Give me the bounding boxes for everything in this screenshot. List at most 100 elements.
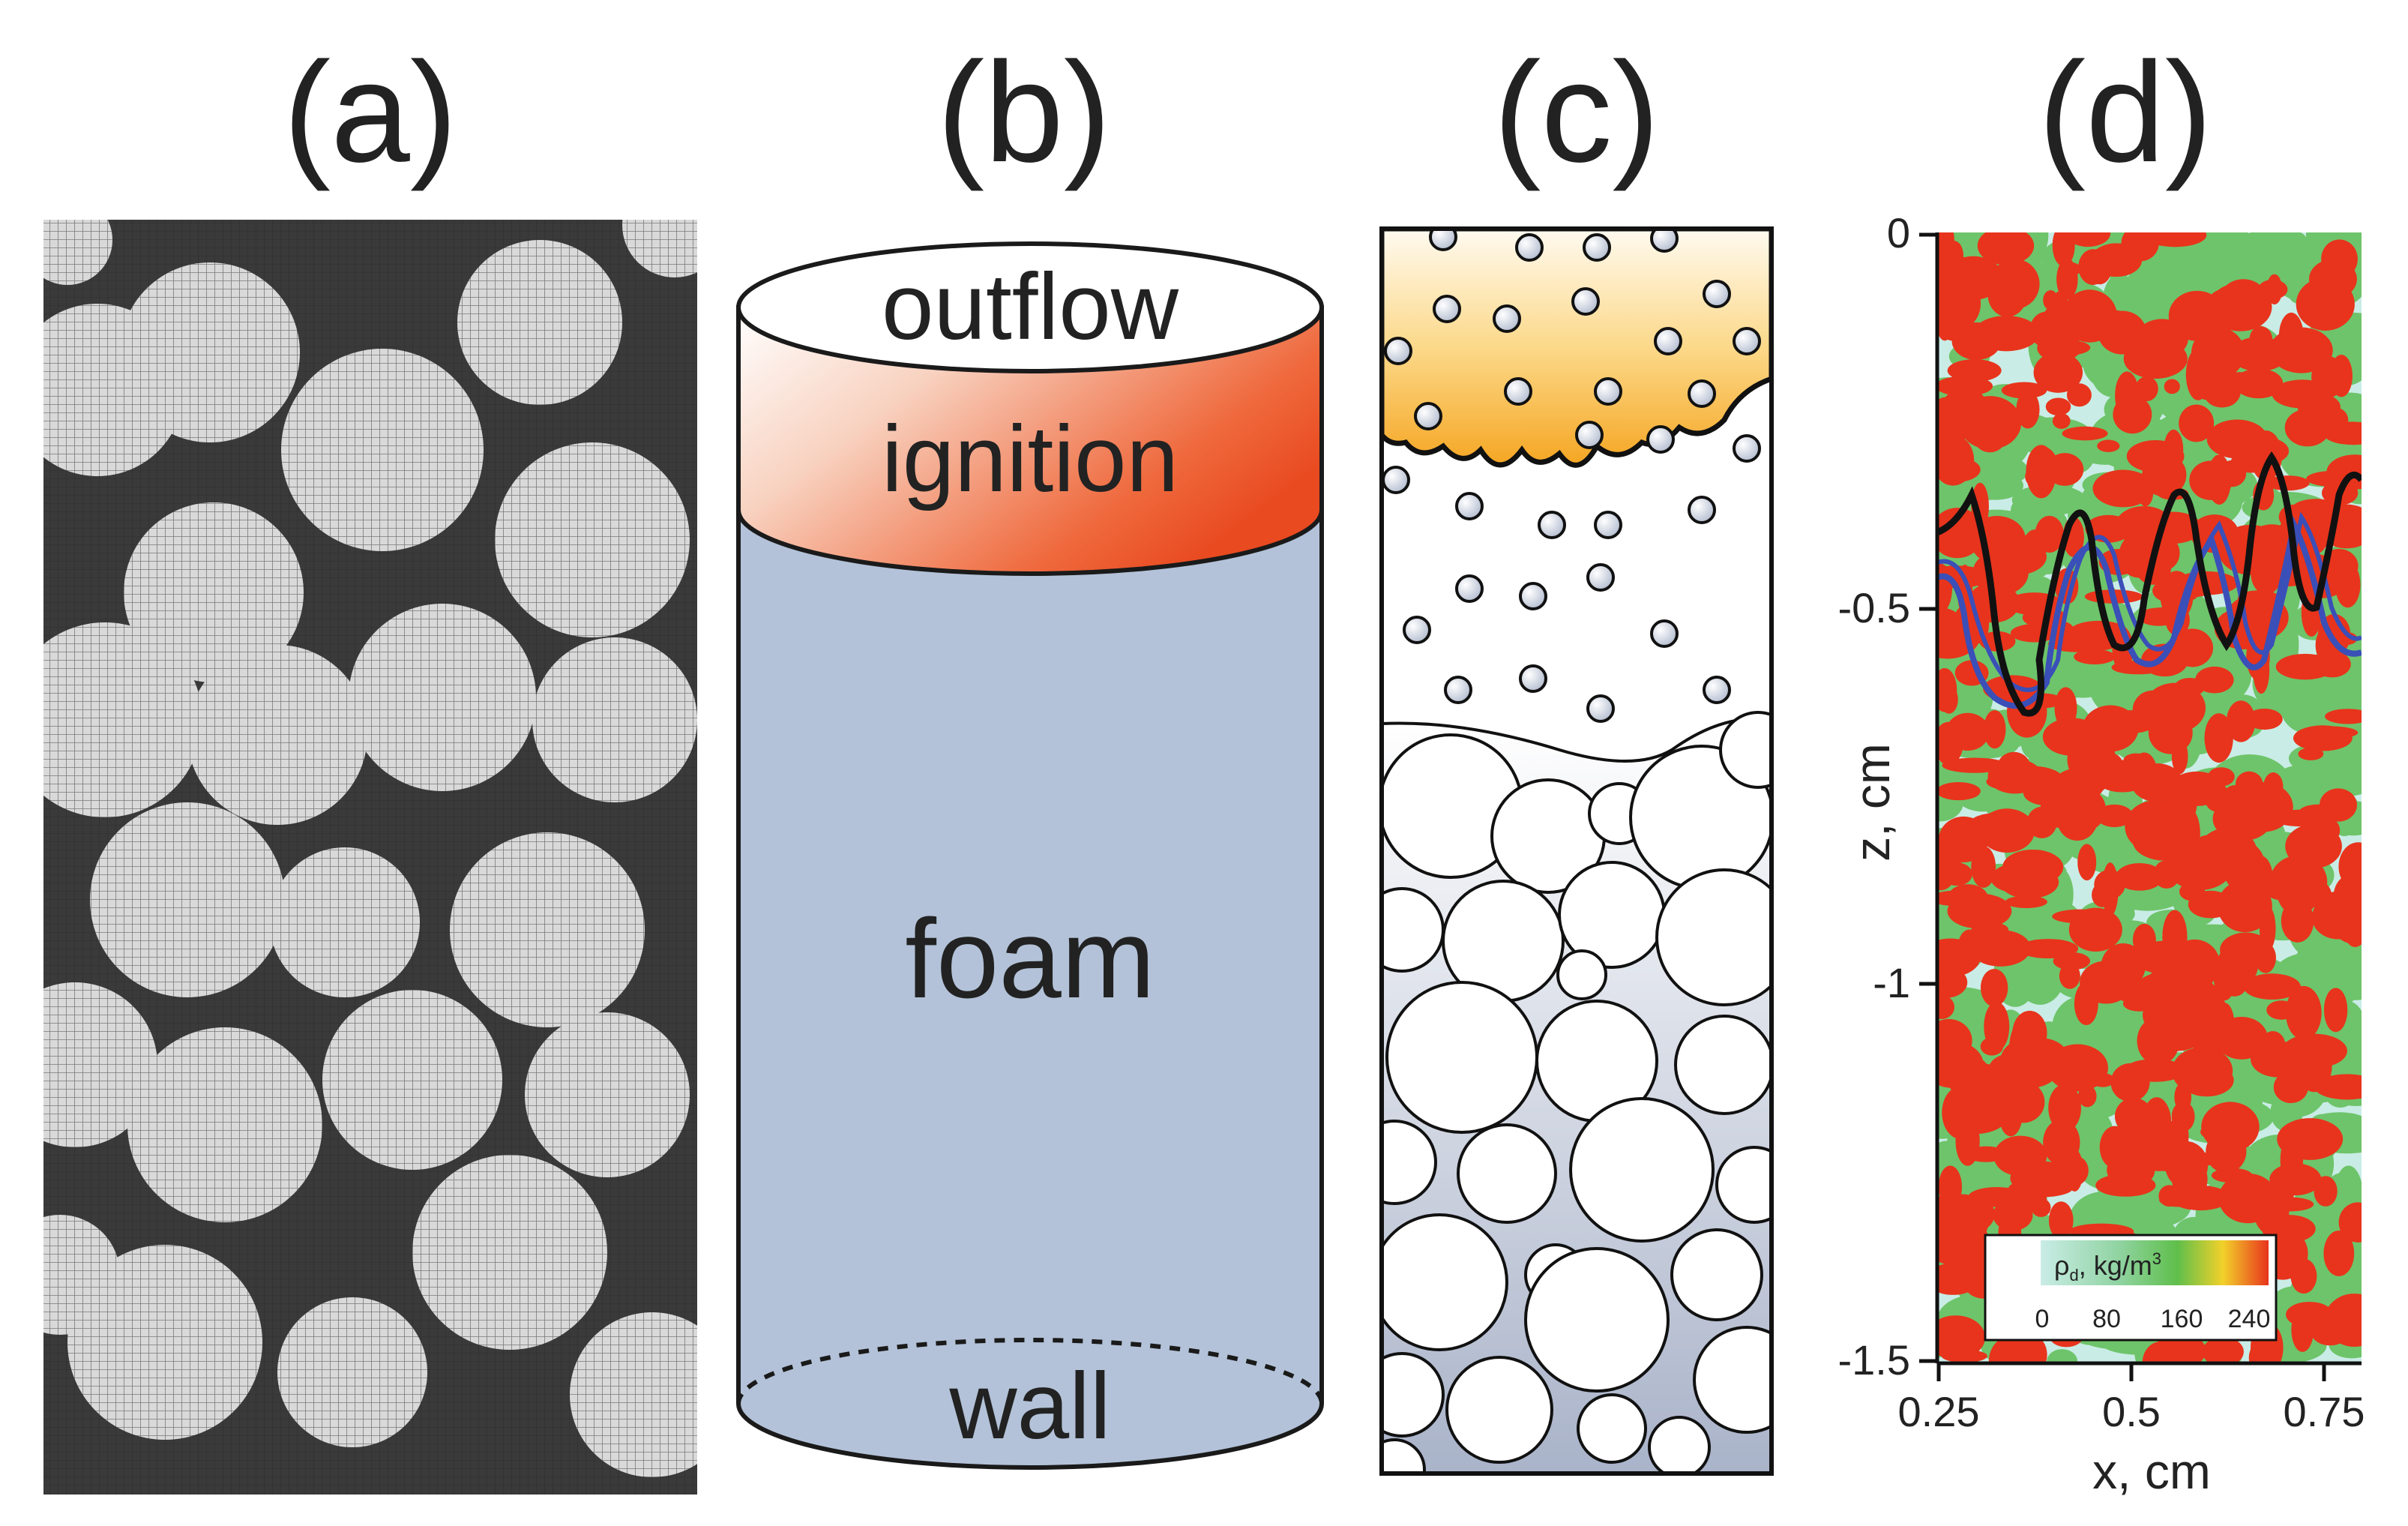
density-blob (2001, 382, 2047, 399)
density-blob (2195, 666, 2234, 694)
density-blob (1980, 1037, 2004, 1056)
density-blob (2217, 880, 2272, 933)
y-tick-label-1: -0.5 (1838, 584, 1911, 631)
density-blob (2167, 843, 2233, 890)
density-blob (1937, 1041, 1984, 1088)
density-blob (2095, 1174, 2156, 1197)
density-blob (1937, 376, 1993, 397)
density-blob (2120, 1114, 2159, 1166)
flame-front-black (1937, 451, 2362, 717)
density-blob (1937, 668, 1957, 712)
density-blob (2017, 1175, 2069, 1191)
density-blob (2135, 376, 2158, 401)
density-blob (2137, 607, 2179, 626)
density-blob (2233, 782, 2293, 832)
x-tick-label-2: 0.75 (2284, 1388, 2365, 1435)
density-blob (2159, 1192, 2197, 1207)
density-blob (2066, 383, 2092, 407)
density-blob (2016, 390, 2040, 429)
density-blob (2037, 334, 2081, 362)
density-blob (2191, 327, 2245, 379)
density-blob (1937, 434, 1975, 486)
density-blob (2053, 952, 2090, 970)
density-blob (2226, 700, 2256, 742)
density-blob (1983, 710, 2006, 749)
legend-color-bar (2041, 1240, 2269, 1285)
legend-title-sub: d (2069, 1266, 2078, 1285)
panel-label-c: (c) (1493, 33, 1660, 192)
density-blob (2056, 259, 2078, 300)
legend-title-units: , kg/m (2079, 1250, 2152, 1281)
density-blob-halo (2047, 1349, 2078, 1363)
y-axis-label: z, cm (1844, 743, 1900, 862)
legend-tick-1: 80 (2092, 1305, 2121, 1333)
density-blob (2162, 910, 2188, 964)
density-blob-halo (2131, 282, 2170, 329)
density-blob (2123, 753, 2149, 768)
density-blob (1973, 422, 2006, 453)
density-blob (2201, 1102, 2260, 1153)
density-blob (1969, 929, 2031, 967)
density-blob (2266, 274, 2283, 305)
density-blob (2164, 379, 2180, 394)
panel-a-particle-grid (43, 220, 697, 1495)
density-blob (2211, 1168, 2253, 1183)
panel-label-d: (d) (2038, 33, 2212, 192)
y-tick-label-0: 0 (1887, 209, 1910, 256)
density-blob (2143, 232, 2207, 247)
panel-a-mesh (43, 220, 697, 1495)
y-tick-label-3: -1.5 (1838, 1336, 1911, 1384)
density-blob (2275, 1166, 2294, 1214)
cylinder-bottom-dashed-edge (736, 1338, 1324, 1405)
density-blob (2149, 1007, 2206, 1051)
density-blob (2272, 379, 2333, 409)
density-blob (2207, 454, 2231, 505)
panel-c-microstructure (1379, 226, 1774, 1476)
density-blob (2179, 1064, 2234, 1097)
density-blob (2323, 1230, 2355, 1276)
legend-title-sup: 3 (2152, 1249, 2161, 1268)
density-blob (2273, 1071, 2308, 1104)
legend-tick-2: 160 (2161, 1305, 2203, 1333)
density-blob (2171, 628, 2214, 667)
density-blob (2028, 854, 2047, 880)
density-blob (2307, 510, 2338, 528)
panel-c-frame (1379, 226, 1774, 1476)
density-blob (2085, 751, 2123, 775)
density-blob (2048, 1084, 2082, 1132)
legend-tick-0: 0 (2035, 1305, 2050, 1333)
density-blob (1937, 298, 1959, 313)
density-blob (2298, 747, 2324, 760)
density-blob (2308, 259, 2357, 299)
density-blob (2314, 1074, 2362, 1100)
panel-b-cylinder: outflow ignition foam wall (736, 241, 1324, 1470)
density-blob (2323, 988, 2348, 1033)
density-blob-halo (1969, 454, 2029, 487)
color-legend: ρd, kg/m3 0 80 160 240 (1984, 1234, 2278, 1342)
outflow-label: outflow (882, 255, 1179, 359)
density-blob (2123, 1059, 2185, 1082)
density-blob (2286, 1301, 2334, 1328)
flame-front-blue-2 (1937, 511, 2362, 692)
density-blob (1986, 773, 2032, 790)
density-blob (1999, 1036, 2062, 1088)
density-blob (2173, 310, 2189, 345)
density-blob (1937, 1263, 1981, 1295)
density-blob (2090, 243, 2143, 277)
flame-front-line (1382, 717, 1772, 763)
density-blob (2122, 996, 2155, 1012)
density-blob (2148, 711, 2193, 754)
density-blob (2275, 653, 2335, 680)
y-tick-label-2: -1 (1873, 959, 1910, 1006)
density-blob (2281, 1033, 2347, 1069)
cylinder-ignition-band (736, 305, 1324, 576)
density-blob (1937, 1315, 1985, 1360)
density-blob (2045, 397, 2071, 416)
density-blob (2246, 708, 2283, 730)
density-blob (2116, 862, 2164, 891)
density-blob (1942, 757, 2008, 773)
density-blob (1990, 259, 2040, 310)
density-blob (2302, 829, 2323, 864)
density-blob (2002, 1081, 2045, 1123)
